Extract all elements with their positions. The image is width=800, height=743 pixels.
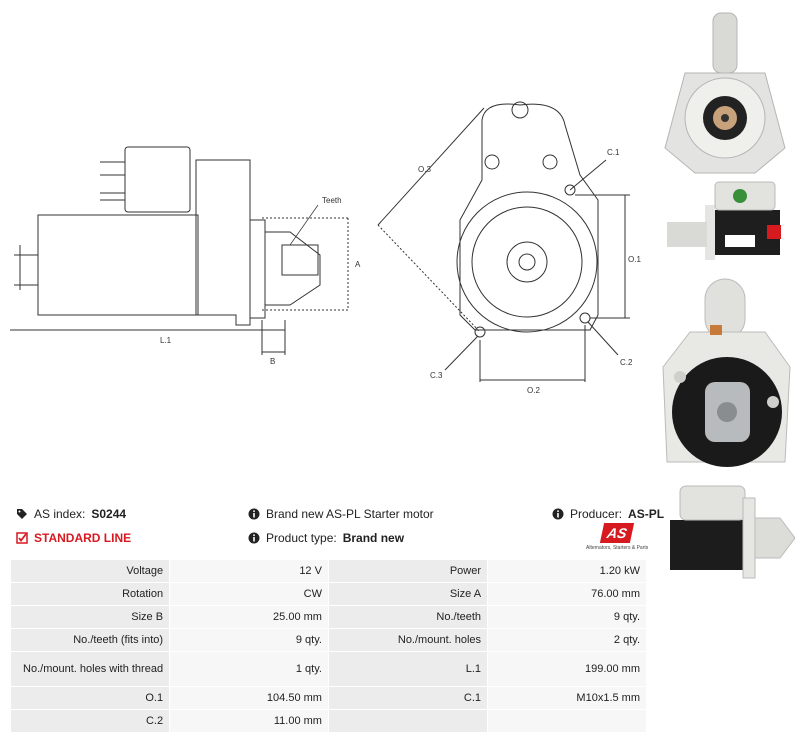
hole-c1 [564, 184, 576, 196]
spec-value: 76.00 mm [487, 582, 647, 606]
label-l1: L.1 [160, 336, 172, 345]
spec-value: 2 qty. [487, 628, 647, 652]
spec-value: 9 qty. [487, 605, 647, 629]
as-index-row: AS index: S0244 [16, 507, 126, 521]
info-icon [248, 508, 260, 520]
spec-label: O.1 [9, 686, 171, 710]
as-index-value: S0244 [91, 507, 127, 521]
spec-value: M10x1.5 mm [487, 686, 647, 710]
product-type-value: Brand new [342, 531, 405, 545]
info-icon [552, 508, 564, 520]
spec-value: 1.20 kW [487, 559, 647, 583]
as-pl-logo: AS Alternators, Starters & Parts [586, 523, 650, 555]
producer-value: AS-PL [628, 507, 665, 521]
dim-o3 [377, 107, 485, 226]
photo-side-view-2 [655, 478, 795, 588]
spec-value: 11.00 mm [169, 709, 329, 733]
flange-circle [456, 191, 598, 333]
spec-label: Size B [9, 605, 171, 629]
description-row: Brand new AS-PL Starter motor [248, 507, 434, 521]
spec-label: No./mount. holes with thread [9, 651, 171, 687]
pinion-housing [265, 231, 321, 306]
spec-label: L.1 [327, 651, 489, 687]
photo-side-view-1 [655, 180, 795, 270]
photo-front-view [655, 8, 795, 180]
spec-value: 199.00 mm [487, 651, 647, 687]
spec-label: Power [327, 559, 489, 583]
label-o1: O.1 [628, 255, 641, 264]
spec-value: CW [169, 582, 329, 606]
logo-mark: AS [599, 523, 635, 543]
product-description: Brand new AS-PL Starter motor [266, 507, 434, 521]
photo-rear-view [655, 277, 795, 472]
standard-line-label: STANDARD LINE [34, 531, 132, 545]
spec-label: Size A [327, 582, 489, 606]
hole-c2 [579, 312, 591, 324]
spec-value [487, 709, 647, 733]
tags-icon [17, 509, 27, 519]
product-type-label: Product type: [266, 531, 337, 545]
spec-label: No./teeth (fits into) [9, 628, 171, 652]
label-c2: C.2 [620, 358, 633, 367]
solenoid [124, 146, 191, 213]
producer-row: Producer: AS-PL [552, 507, 664, 521]
producer-label: Producer: [570, 507, 623, 521]
pinion-teeth [281, 244, 319, 276]
checkbox-check-icon [16, 532, 28, 544]
spec-value: 1 qty. [169, 651, 329, 687]
spec-label: C.1 [327, 686, 489, 710]
product-type-row: Product type: Brand new [248, 531, 404, 545]
label-teeth: Teeth [322, 196, 342, 205]
spec-label: Rotation [9, 582, 171, 606]
standard-line-row: STANDARD LINE [16, 531, 131, 545]
spec-value: 25.00 mm [169, 605, 329, 629]
label-c3: C.3 [430, 371, 443, 380]
spec-label: No./mount. holes [327, 628, 489, 652]
spec-label: Voltage [9, 559, 171, 583]
spec-label [327, 709, 489, 733]
label-a: A [355, 260, 361, 269]
motor-body [37, 214, 199, 316]
label-o3: O.3 [418, 165, 431, 174]
flange-outline [459, 103, 599, 331]
label-c1: C.1 [607, 148, 620, 157]
info-icon [248, 532, 260, 544]
spec-label: No./teeth [327, 605, 489, 629]
as-index-label: AS index: [34, 507, 86, 521]
logo-tagline: Alternators, Starters & Parts [586, 545, 649, 551]
spec-value: 104.50 mm [169, 686, 329, 710]
label-b: B [270, 357, 275, 366]
spec-value: 9 qty. [169, 628, 329, 652]
drive-housing [195, 159, 251, 326]
spec-label: C.2 [9, 709, 171, 733]
spec-value: 12 V [169, 559, 329, 583]
technical-drawing: Teeth A B L.1 O.3 O.1 O.2 C.1 C.2 C.3 [10, 101, 641, 395]
table-row: No./teeth (fits into)9 qty.No./mount. ho… [9, 628, 647, 652]
label-o2: O.2 [527, 386, 540, 395]
hole-c3 [474, 326, 486, 338]
